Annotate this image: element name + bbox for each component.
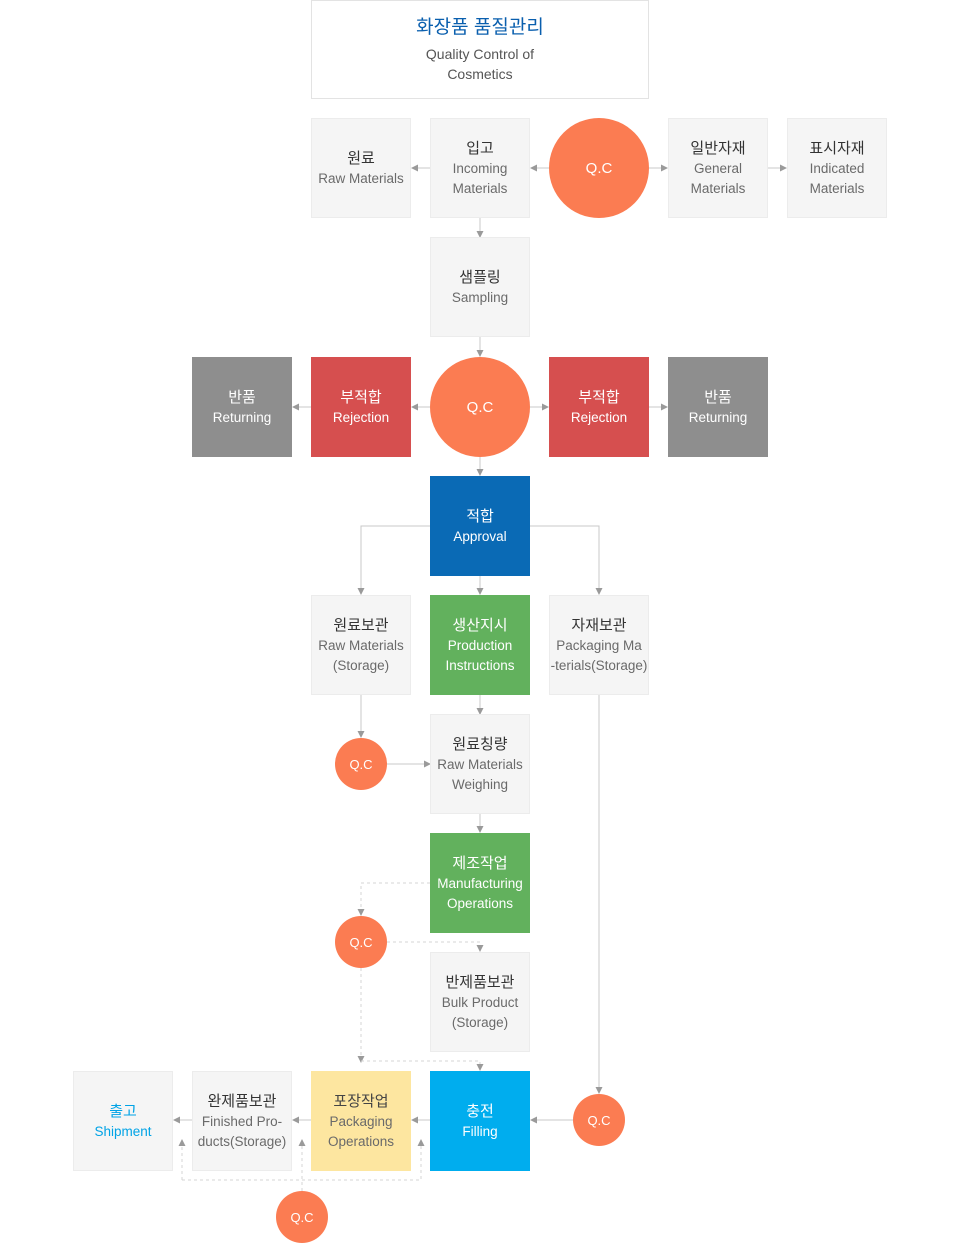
node-finished-products-storage: 완제품보관 Finished Pro- ducts(Storage): [192, 1071, 292, 1171]
node-en: Rejection: [570, 409, 628, 425]
node-ko: 원료: [347, 149, 375, 167]
dashed-to-filling: [361, 1060, 484, 1071]
node-en: Instructions: [445, 657, 515, 673]
node-en: -terials(Storage): [550, 657, 648, 673]
node-rejection-right: 부적합 Rejection: [549, 357, 649, 457]
node-en: Operations: [327, 1133, 395, 1149]
node-ko: 완제품보관: [207, 1092, 277, 1110]
node-en: Sampling: [451, 289, 509, 305]
node-raw-materials-weighing: 원료칭량 Raw Materials Weighing: [430, 714, 530, 814]
node-sampling: 샘플링 Sampling: [430, 237, 530, 337]
node-packaging-operations: 포장작업 Packaging Operations: [311, 1071, 411, 1171]
title-english-line2: Cosmetics: [447, 66, 513, 82]
node-ko: 일반자재: [690, 139, 746, 157]
node-indicated-materials: 표시자재 Indicated Materials: [787, 118, 887, 218]
node-raw-materials: 원료 Raw Materials: [311, 118, 411, 218]
node-en: Filling: [462, 1123, 498, 1139]
node-shipment: 출고 Shipment: [73, 1071, 173, 1171]
node-en: Shipment: [94, 1123, 152, 1139]
node-en: Weighing: [451, 776, 509, 792]
node-approval: 적합 Approval: [430, 476, 530, 576]
arrow-approval-to-packaging-storage: [530, 525, 603, 595]
node-en: Returning: [688, 409, 748, 425]
node-en: Bulk Product: [441, 994, 519, 1010]
dashed-manufacturing-to-qc: [357, 882, 430, 916]
node-en: Materials: [452, 180, 508, 196]
qc-label: Q.C: [349, 756, 373, 772]
node-en: Production: [447, 637, 513, 653]
node-en: Finished Pro-: [201, 1113, 283, 1129]
node-en: Manufacturing: [437, 875, 523, 891]
dashed-qc-to-bulk: [387, 941, 484, 952]
node-en: General: [693, 160, 743, 176]
node-en: (Storage): [451, 1014, 509, 1030]
node-ko: 반품: [228, 388, 256, 406]
node-ko: 원료칭량: [452, 735, 508, 753]
node-en: Materials: [690, 180, 746, 196]
node-ko: 샘플링: [459, 268, 501, 286]
node-en: Raw Materials: [437, 756, 523, 772]
node-packaging-materials-storage: 자재보관 Packaging Ma -terials(Storage): [549, 595, 649, 695]
qc-label: Q.C: [349, 934, 373, 950]
node-ko: 반제품보관: [445, 973, 515, 991]
node-en: Raw Materials: [318, 170, 404, 186]
node-bulk-product-storage: 반제품보관 Bulk Product (Storage): [430, 952, 530, 1052]
qc-circle-raw-storage: Q.C: [335, 738, 387, 790]
node-ko: 자재보관: [571, 616, 627, 634]
qc-label: Q.C: [585, 159, 613, 177]
node-production-instructions: 생산지시 Production Instructions: [430, 595, 530, 695]
node-rejection-left: 부적합 Rejection: [311, 357, 411, 457]
qc-circle-incoming: Q.C: [549, 118, 649, 218]
node-en: Approval: [453, 528, 507, 544]
node-en: (Storage): [332, 657, 390, 673]
node-ko: 부적합: [578, 388, 620, 406]
qc-label: Q.C: [466, 398, 494, 416]
node-en: Packaging Ma: [556, 637, 642, 653]
qc-circle-manufacturing: Q.C: [335, 916, 387, 968]
node-ko: 출고: [109, 1102, 137, 1120]
arrow-approval-to-raw-storage: [357, 525, 430, 595]
title-korean: 화장품 품질관리: [416, 17, 544, 38]
node-ko: 생산지시: [452, 616, 508, 634]
node-en: Materials: [809, 180, 865, 196]
node-en: Operations: [446, 895, 514, 911]
node-ko: 적합: [466, 507, 494, 525]
node-returning-left: 반품 Returning: [192, 357, 292, 457]
node-incoming-materials: 입고 Incoming Materials: [430, 118, 530, 218]
node-en: Rejection: [332, 409, 390, 425]
node-en: Incoming: [452, 160, 508, 176]
node-en: Indicated: [809, 160, 865, 176]
node-ko: 충전: [466, 1102, 494, 1120]
node-ko: 반품: [704, 388, 732, 406]
qc-circle-final: Q.C: [276, 1191, 328, 1243]
node-raw-materials-storage: 원료보관 Raw Materials (Storage): [311, 595, 411, 695]
node-ko: 원료보관: [333, 616, 389, 634]
node-general-materials: 일반자재 General Materials: [668, 118, 768, 218]
qc-label: Q.C: [587, 1112, 611, 1128]
node-manufacturing-operations: 제조작업 Manufacturing Operations: [430, 833, 530, 933]
node-filling: 충전 Filling: [430, 1071, 530, 1171]
node-en: Raw Materials: [318, 637, 404, 653]
dashed-to-packaging-up: [182, 1139, 425, 1181]
qc-label: Q.C: [290, 1209, 314, 1225]
node-ko: 제조작업: [452, 854, 508, 872]
qc-circle-sampling: Q.C: [430, 357, 530, 457]
diagram-title: 화장품 품질관리 Quality Control of Cosmetics: [311, 0, 649, 99]
node-en: Packaging: [329, 1113, 393, 1129]
node-ko: 부적합: [340, 388, 382, 406]
node-returning-right: 반품 Returning: [668, 357, 768, 457]
node-en: ducts(Storage): [197, 1133, 287, 1149]
node-ko: 표시자재: [809, 139, 865, 157]
title-english-line1: Quality Control of: [425, 46, 535, 62]
qc-circle-packaging-storage: Q.C: [573, 1094, 625, 1146]
node-en: Returning: [212, 409, 272, 425]
node-ko: 포장작업: [333, 1092, 389, 1110]
node-ko: 입고: [466, 139, 494, 157]
